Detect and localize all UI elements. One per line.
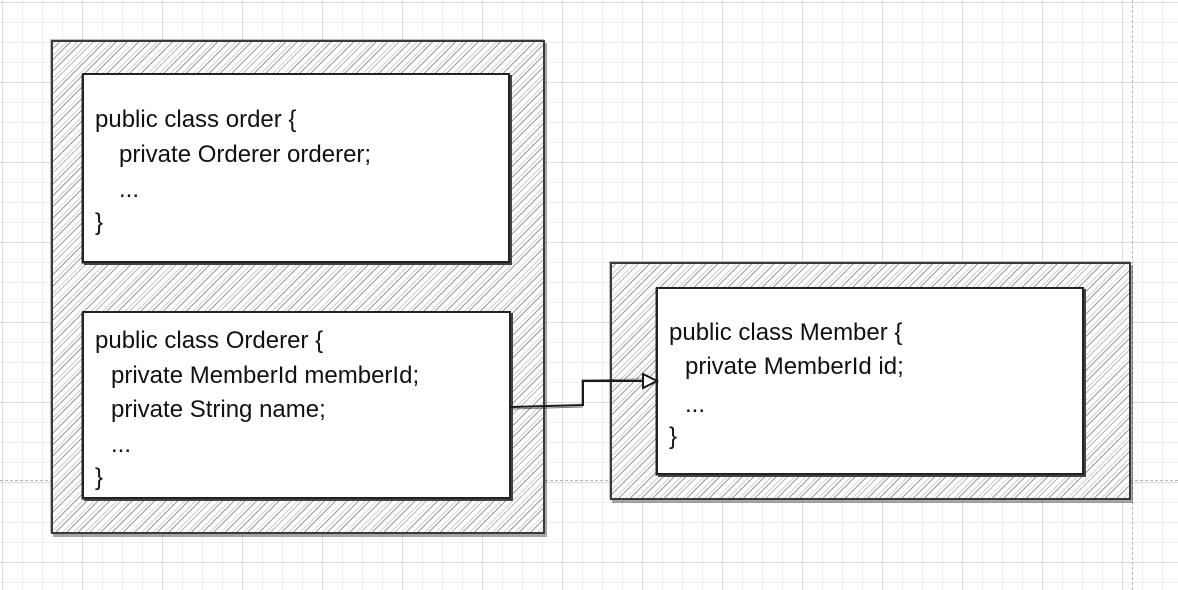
order-class-line-3: ... (119, 176, 140, 203)
member-class-line-4: } (669, 423, 678, 450)
page-break-guide-vertical (1132, 0, 1133, 590)
orderer-class-line-1: public class Orderer { (95, 327, 324, 354)
page-break-guide-horizontal (0, 480, 1178, 481)
order-class-line-2: private Orderer orderer; (119, 141, 372, 168)
orderer-class-line-2: private MemberId memberId; (111, 362, 420, 389)
orderer-class-line-4: ... (111, 431, 132, 458)
orderer-class-line-3: private String name; (111, 396, 326, 423)
orderer-class-box[interactable]: public class Orderer { private MemberId … (82, 311, 511, 499)
order-class-line-4: } (95, 209, 104, 236)
orderer-class-line-5: } (95, 464, 104, 491)
connector-line (510, 380, 644, 408)
order-class-box[interactable]: public class order { private Orderer ord… (82, 73, 510, 263)
member-class-box[interactable]: public class Member { private MemberId i… (656, 287, 1084, 475)
member-class-line-3: ... (685, 391, 706, 418)
member-class-line-1: public class Member { (669, 319, 903, 346)
connector-line-sketch (511, 378, 644, 410)
order-class-line-1: public class order { (95, 106, 297, 133)
connector-arrowhead (642, 372, 660, 390)
member-class-line-2: private MemberId id; (685, 353, 904, 380)
